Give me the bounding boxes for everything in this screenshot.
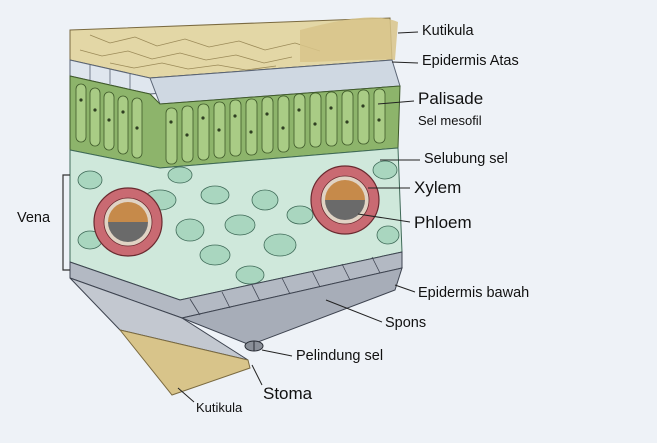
label-sel-mesofil: Sel mesofil [418,113,482,128]
cuticle-cell-pattern [79,34,321,71]
vein-left [93,187,163,257]
label-epidermis-atas: Epidermis Atas [422,53,519,69]
stoma-shape [244,340,264,352]
label-vena: Vena [17,210,51,226]
bottom-cuticle [118,329,251,396]
vena-bracket [62,174,70,271]
lower-epidermis-cells [189,256,381,316]
cuticle-curl [300,17,398,62]
chloroplast-dots [79,98,381,137]
label-phloem: Phloem [414,213,472,232]
label-epidermis-bawah: Epidermis bawah [418,285,530,301]
palisade-cells [75,83,386,165]
lower-epidermis-front [180,267,403,346]
vein-right [310,165,380,235]
label-pelindung-sel: Pelindung sel [296,348,384,364]
label-stoma: Stoma [263,384,313,403]
label-kutikula-bottom: Kutikula [196,400,243,415]
label-kutikula-top: Kutikula [422,23,474,39]
label-palisade: Palisade [418,89,484,108]
label-selubung-sel: Selubung sel [424,151,508,167]
label-spons: Spons [385,315,427,331]
label-xylem: Xylem [414,178,462,197]
leader-lines [177,31,420,403]
